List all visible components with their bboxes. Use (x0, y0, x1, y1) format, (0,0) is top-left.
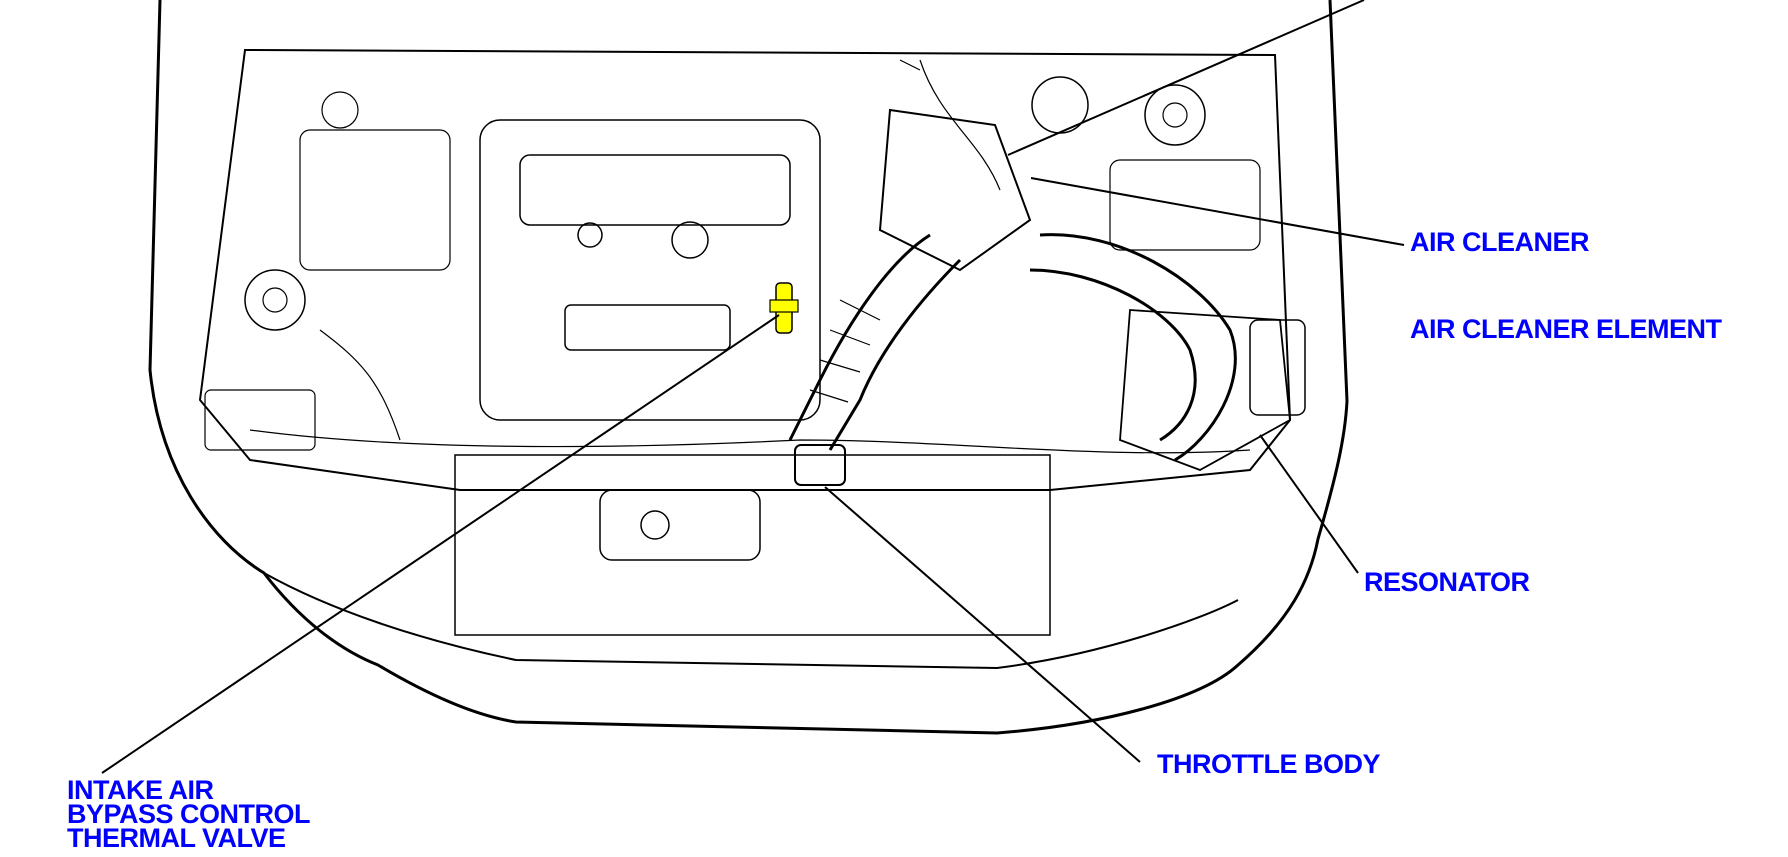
radiator-support (454, 454, 1051, 636)
resonator-shape (1119, 309, 1291, 471)
leader-intake-valve (101, 314, 780, 774)
label-intake-valve: INTAKE AIR BYPASS CONTROL THERMAL VALVE (67, 775, 311, 853)
label-resonator: RESONATOR (1364, 567, 1530, 597)
leader-air-cleaner (1030, 177, 1405, 246)
throttle-body-shape (794, 444, 846, 486)
leader-throttle-body (824, 486, 1141, 763)
engine-cover (479, 119, 821, 421)
leader-air-cleaner-element (1007, 0, 1365, 156)
vehicle-body-outline (148, 0, 1349, 735)
intake-hose (788, 233, 962, 451)
label-intake-line-1: INTAKE AIR (67, 775, 214, 805)
bumper-line (263, 572, 1239, 670)
label-air-cleaner: AIR CLEANER (1410, 227, 1590, 257)
label-throttle-body: THROTTLE BODY (1157, 749, 1381, 779)
label-intake-line-3: THERMAL VALVE (67, 823, 286, 853)
air-cleaner-box (878, 108, 1032, 272)
label-intake-line-2: BYPASS CONTROL (67, 799, 311, 829)
thermal-valve-highlight (769, 282, 799, 334)
intake-duct (1029, 233, 1237, 462)
label-air-cleaner-element: AIR CLEANER ELEMENT (1410, 314, 1722, 344)
leader-resonator (1259, 434, 1359, 574)
